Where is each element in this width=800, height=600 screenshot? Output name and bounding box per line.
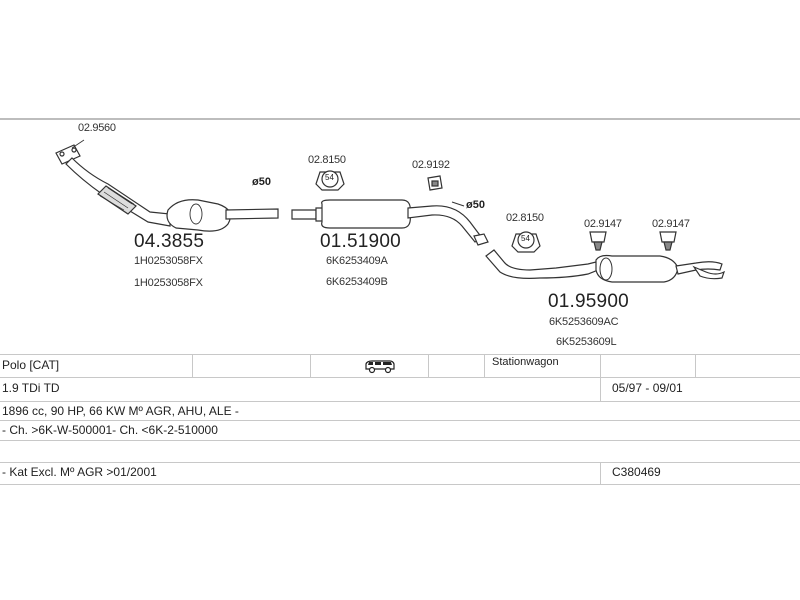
hanger-rear-1 [589,231,607,251]
rear-silencer-number[interactable]: 01.95900 [548,291,629,312]
diameter-front: ø50 [252,176,271,188]
hanger-rear-1-label[interactable]: 02.9147 [584,218,622,230]
bracket-mid-tag: 54 [325,173,334,182]
front-flange-gasket [55,139,85,165]
years-cell: 05/97 - 09/01 [612,381,683,395]
hanger-rear-2-label[interactable]: 02.9147 [652,218,690,230]
table-row-divider [0,462,800,463]
bracket-rear-label[interactable]: 02.8150 [506,212,544,224]
table-row-divider [0,354,800,355]
rubber-bracket-mid [315,170,345,191]
downpipe-with-catalyst [65,157,279,232]
table-row-divider [0,401,800,402]
exhaust-system-diagram [55,139,726,283]
table-cell-divider [192,354,193,377]
diameter-leader-rear [451,201,465,207]
table-cell-divider [484,354,485,377]
table-cell-divider [600,354,601,377]
middle-silencer-oem-2: 6K6253409B [326,276,388,288]
bracket-mid-label[interactable]: 02.8150 [308,154,346,166]
hanger-mid-label[interactable]: 02.9192 [412,159,450,171]
body-type-cell: Stationwagon [492,356,559,368]
table-cell-divider [600,377,601,401]
chassis-cell: - Ch. >6K-W-500001- Ch. <6K-2-510000 [2,423,218,437]
code-cell: C380469 [612,465,661,479]
table-cell-divider [310,354,311,377]
rear-silencer-oem-2: 6K5253609L [556,336,617,348]
table-cell-divider [600,462,601,484]
table-row-divider [0,377,800,378]
rubber-bracket-rear [511,231,541,253]
middle-silencer-number[interactable]: 01.51900 [320,231,401,252]
table-row-divider [0,440,800,441]
bracket-rear-tag: 54 [521,234,530,243]
note-cell: - Kat Excl. Mº AGR >01/2001 [2,465,157,479]
table-row-divider [0,420,800,421]
diagram-frame [0,118,800,354]
downpipe-oem-2: 1H0253058FX [134,277,203,289]
downpipe-oem-1: 1H0253058FX [134,255,203,267]
station-wagon-icon [365,360,395,374]
hanger-mid [427,175,443,191]
middle-silencer [291,199,489,246]
table-row-divider [0,484,800,485]
rear-silencer [485,249,726,283]
hanger-rear-2 [659,231,677,251]
engine-cell: 1.9 TDi TD [2,381,60,395]
gasket-front-label[interactable]: 02.9560 [78,122,116,134]
table-cell-divider [695,354,696,377]
rear-silencer-oem-1: 6K5253609AC [549,316,619,328]
table-cell-divider [428,354,429,377]
spec-cell: 1896 cc, 90 HP, 66 KW Mº AGR, AHU, ALE - [2,404,239,418]
diameter-rear: ø50 [466,199,485,211]
middle-silencer-oem-1: 6K6253409A [326,255,388,267]
model-cell: Polo [CAT] [2,358,60,372]
downpipe-number[interactable]: 04.3855 [134,231,205,252]
